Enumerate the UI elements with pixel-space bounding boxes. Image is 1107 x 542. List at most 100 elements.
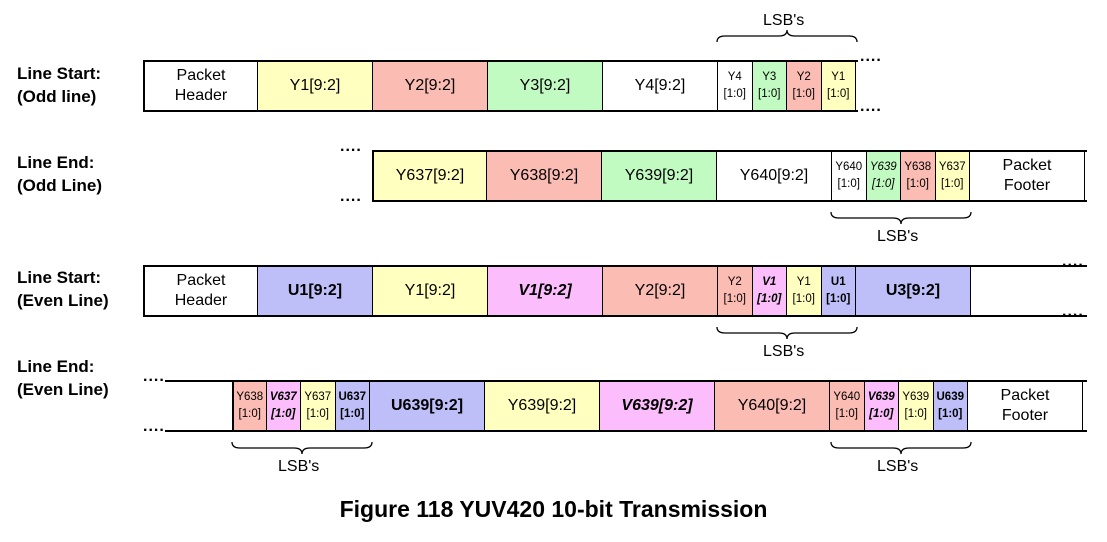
row-label-4: Line End:(Even Line)	[17, 355, 109, 401]
cell-text: [1:0]	[869, 408, 894, 420]
row-label-line: Line Start:	[17, 64, 102, 83]
lsb-label: LSB's	[278, 458, 320, 475]
cell-text: Y637[9:2]	[395, 167, 465, 184]
cell-text: Y640[9:2]	[739, 167, 809, 184]
cell-text: [1:0]	[271, 408, 296, 420]
data-cell: V639[1:0]	[864, 382, 899, 430]
cell-text: [1:0]	[792, 293, 815, 305]
data-cell: Y1[9:2]	[258, 62, 373, 110]
cell-text: Y3[9:2]	[519, 77, 571, 94]
cell-text: Y638	[904, 161, 932, 173]
cell-text: [1:0]	[758, 88, 781, 100]
cell-text: V637	[269, 391, 297, 403]
cell-text: U637	[338, 391, 367, 403]
cell-text: Y639	[869, 161, 897, 173]
data-cell: U639[9:2]	[370, 382, 485, 430]
cell-text: [1:0]	[904, 408, 927, 420]
cell-text: Y2[9:2]	[404, 77, 456, 94]
data-cell: Y2[9:2]	[603, 267, 718, 315]
cell-text: [1:0]	[872, 178, 895, 190]
cell-text: U1[9:2]	[287, 282, 343, 299]
data-cell: Y637 [1:0]	[935, 152, 970, 200]
cell-text: [1:0]	[941, 178, 964, 190]
row-label-2: Line End: (Odd Line)	[17, 151, 102, 197]
cell-text: Y4[9:2]	[634, 77, 686, 94]
cell-text: Packet	[176, 67, 226, 84]
cell-text: [1:0]	[340, 408, 365, 420]
figure-caption: Figure 118 YUV420 10-bit Transmission	[339, 496, 768, 522]
cell-text: Footer	[1001, 407, 1049, 424]
cell-text: [1:0]	[906, 178, 929, 190]
cell-text: Y640	[835, 161, 863, 173]
cell-text: Y2	[796, 71, 811, 83]
cell-text: Y639[9:2]	[624, 167, 694, 184]
cell-text: Y1	[796, 276, 811, 288]
cell-text: Header	[174, 87, 228, 104]
lsb-brace	[231, 441, 373, 455]
cell-text: V1[9:2]	[518, 282, 572, 299]
cell-text: U639	[936, 391, 965, 403]
data-cell: Y637[1:0]	[301, 382, 336, 430]
row-label-line: Line End:	[17, 357, 95, 376]
cell-text: U639[9:2]	[390, 397, 464, 414]
continuation-dots: ....	[860, 48, 882, 65]
packet-row-2: Y637[9:2] Y638[9:2] Y639[9:2] Y640[9:2] Y640…	[372, 150, 1087, 202]
lsb-brace	[830, 211, 972, 225]
data-cell: Y640[1:0]	[832, 152, 867, 200]
row-label-line: (Odd line)	[17, 87, 97, 106]
data-cell: Y639[9:2]	[602, 152, 717, 200]
continuation-dots: ....	[143, 368, 165, 385]
cell-text: Y640	[833, 391, 861, 403]
cell-text: Y3	[762, 71, 777, 83]
data-cell: U1[1:0]	[821, 267, 856, 315]
cell-text: [1:0]	[306, 408, 329, 420]
row-label-3: Line Start: (Even Line)	[17, 266, 109, 312]
data-cell: Y639[9:2]	[485, 382, 600, 430]
data-cell: Y640[9:2]	[715, 382, 830, 430]
data-cell: Y638[9:2]	[487, 152, 602, 200]
cell-text: Packet	[176, 272, 226, 289]
cell-text: Packet	[1002, 157, 1052, 174]
row-label-1: Line Start: (Odd line)	[17, 62, 101, 108]
cell-text: V1	[762, 276, 777, 288]
cell-text: V639[9:2]	[621, 397, 693, 414]
data-cell: U639[1:0]	[933, 382, 968, 430]
cell-text: [1:0]	[723, 293, 746, 305]
data-cell: Y640[9:2]	[717, 152, 832, 200]
cell-text: Footer	[1003, 177, 1051, 194]
cell-text: Packet	[1000, 387, 1050, 404]
cell-text: [1:0]	[835, 408, 858, 420]
lsb-label: LSB's	[877, 458, 919, 475]
continuation-dots: ....	[340, 138, 362, 155]
cell-text: [1:0]	[827, 88, 850, 100]
continuation-dots: ....	[1062, 303, 1084, 320]
row-label-line: Line Start:	[17, 268, 102, 287]
data-cell: Y4[9:2]	[603, 62, 718, 110]
packet-row-4: Y638[1:0]V637[1:0]Y637[1:0]U637[1:0]U639…	[165, 380, 1087, 432]
data-cell: Y3 [1:0]	[752, 62, 787, 110]
data-cell: V637 [1:0]	[266, 382, 301, 430]
cell-text: Y4	[727, 71, 742, 83]
data-cell: V1[9:2]	[488, 267, 603, 315]
data-cell: V1[1:0]	[752, 267, 787, 315]
cell-text: Y637	[938, 161, 966, 173]
row-label-line: Line End:	[17, 153, 95, 172]
data-cell: Y2[9:2]	[373, 62, 488, 110]
cell-text: Y2	[727, 276, 742, 288]
data-cell: Y639 [1:0]	[866, 152, 901, 200]
cell-text: U1	[830, 276, 846, 288]
lsb-label: LSB's	[763, 12, 805, 29]
cell-text: Y640[9:2]	[737, 397, 807, 414]
continuation-dots: ....	[143, 418, 165, 435]
row-label-line: (Even Line)	[17, 291, 109, 310]
data-cell: U3[9:2]	[856, 267, 971, 315]
data-cell: Y1[9:2]	[373, 267, 488, 315]
cell-text: Y639[9:2]	[507, 397, 577, 414]
row-label-line: (Odd Line)	[17, 176, 102, 195]
